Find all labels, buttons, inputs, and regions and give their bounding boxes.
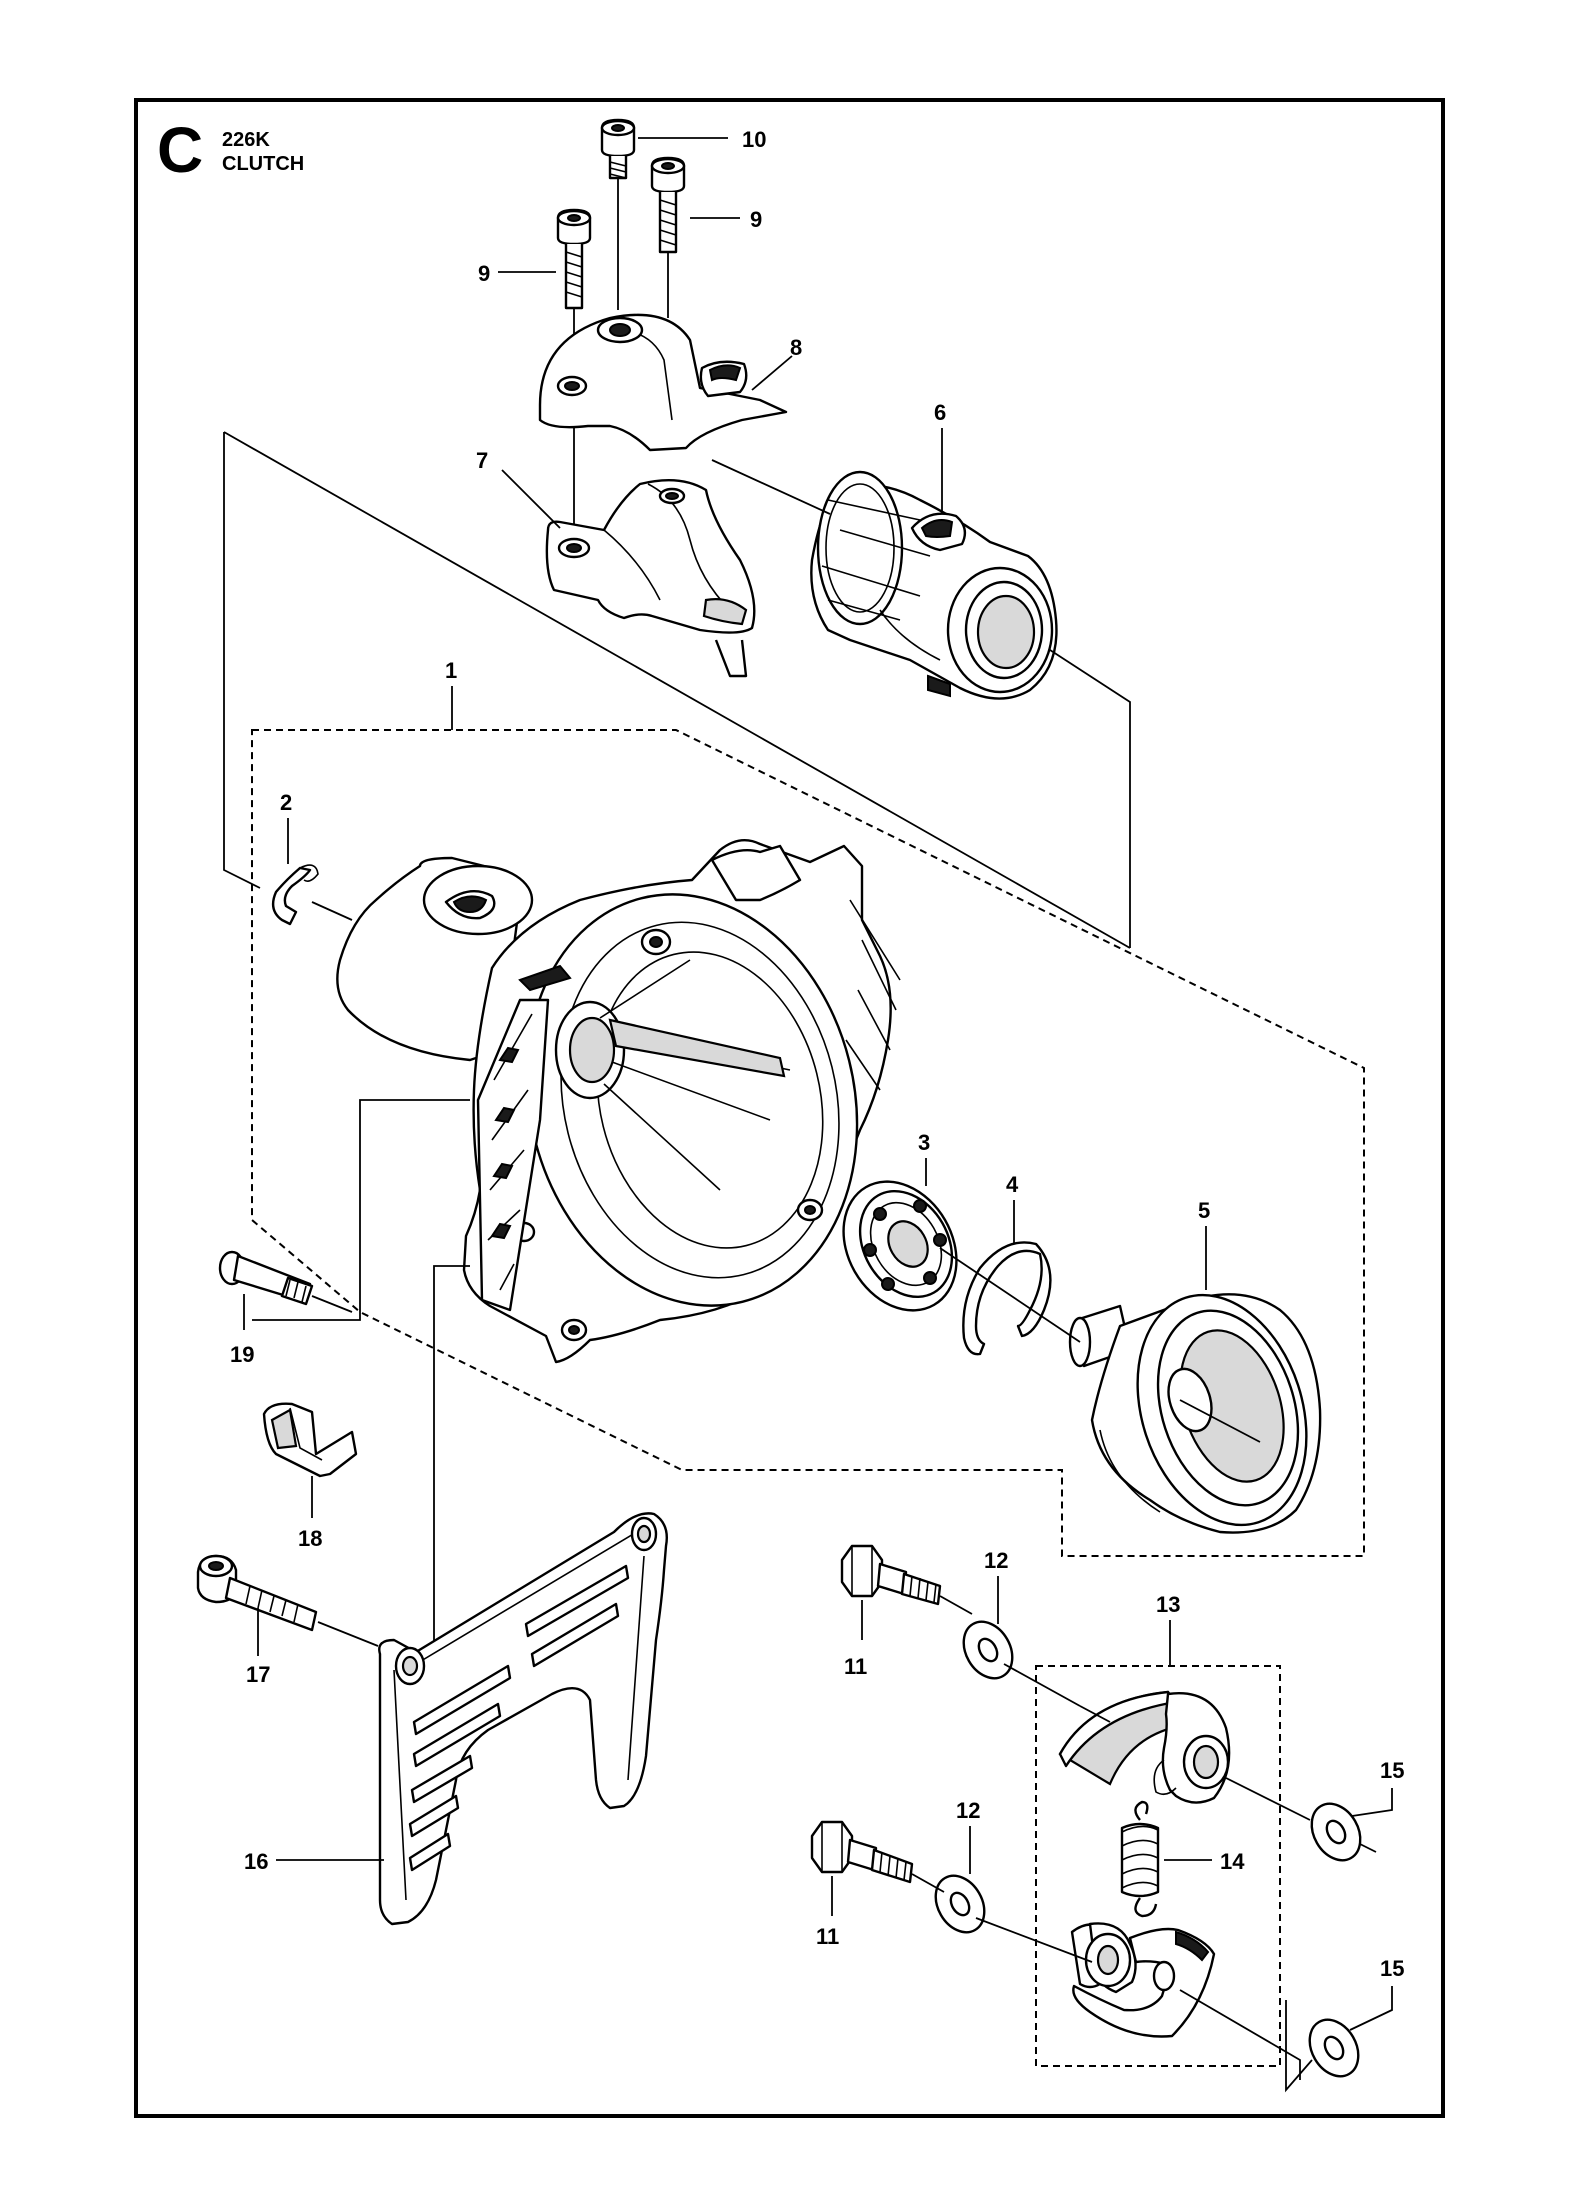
part-16-guard-plate [378, 1512, 668, 1926]
part-5-clutch-drum [1068, 1293, 1322, 1534]
part-12-washer-upper [962, 1620, 1014, 1680]
callout-12-upper: 12 [984, 1548, 1008, 1573]
screw-19-link [311, 1295, 353, 1313]
callout-8: 8 [790, 335, 802, 360]
washer-15-link [1285, 2000, 1313, 2093]
callout-5: 5 [1198, 1198, 1210, 1223]
diagram-frame [134, 98, 1445, 2118]
assembly-axis-left [223, 432, 261, 889]
section-letter: C [157, 114, 203, 186]
callout-19: 19 [230, 1342, 254, 1367]
part-8-upper-clamp [538, 313, 788, 452]
model-label: 226K [222, 129, 270, 151]
callout-12-lower: 12 [956, 1798, 980, 1823]
callout-15-upper: 15 [1380, 1758, 1404, 1783]
part-1-group-boundary [251, 729, 1365, 1557]
part-11-shoulder-bolt-upper [840, 1544, 942, 1606]
bolt-axis-upper [939, 1595, 1081, 1707]
part-7-lower-clamp [545, 479, 756, 678]
ring-axis [311, 901, 353, 921]
callout-1: 1 [445, 658, 457, 683]
part-15-washer-upper [1310, 1802, 1362, 1862]
leader-7 [501, 469, 561, 529]
coupling-axis [711, 459, 1131, 948]
screw-17-link [317, 1621, 379, 1647]
drum-axis [939, 1247, 1261, 1443]
part-9-screw-left [556, 208, 592, 310]
plate-16-axis [433, 1265, 470, 1720]
assembly-axis-diagonal [223, 431, 1131, 949]
callout-14: 14 [1220, 1849, 1245, 1874]
callout-11-upper: 11 [844, 1654, 867, 1679]
callout-9-left: 9 [478, 261, 490, 286]
part-15-washer-lower [1308, 2018, 1360, 2078]
callout-18: 18 [298, 1526, 322, 1551]
part-6-tube-coupling [810, 470, 1058, 700]
part-18-clip [262, 1402, 358, 1478]
callout-10: 10 [742, 127, 766, 152]
part-4-circlip [962, 1241, 1052, 1356]
part-3-ball-bearing [842, 1180, 958, 1312]
part-2-retaining-ring [271, 864, 319, 926]
part-13-group-boundary [1035, 1665, 1281, 2067]
callout-15-lower: 15 [1380, 1956, 1404, 1981]
part-10-screw [600, 118, 636, 180]
callout-11-lower: 11 [816, 1924, 839, 1949]
leader-15-upper [1351, 1788, 1393, 1817]
part-13-clutch-shoe-lower [1070, 1922, 1216, 2038]
part-9-screw-right [650, 156, 686, 254]
clutch-housing [336, 838, 901, 1364]
part-13-clutch-shoe-upper [1058, 1690, 1231, 1804]
part-11-shoulder-bolt-lower [810, 1820, 914, 1884]
callout-3: 3 [918, 1130, 930, 1155]
callout-2: 2 [280, 790, 292, 815]
part-14-spring [1120, 1800, 1160, 1918]
callout-17: 17 [246, 1662, 270, 1687]
part-12-washer-lower [934, 1874, 986, 1934]
callout-16: 16 [244, 1849, 268, 1874]
assembly-title: CLUTCH [222, 153, 304, 175]
screw-19-axis [252, 1099, 470, 1321]
part-19-screw [218, 1250, 314, 1306]
callout-9-right: 9 [750, 207, 762, 232]
callout-4: 4 [1006, 1172, 1019, 1197]
callout-13: 13 [1156, 1592, 1180, 1617]
leader-15-lower [1349, 1986, 1393, 2031]
part-17-screw [196, 1554, 318, 1632]
callout-6: 6 [934, 400, 946, 425]
callout-7: 7 [476, 448, 488, 473]
leader-8 [751, 355, 793, 391]
